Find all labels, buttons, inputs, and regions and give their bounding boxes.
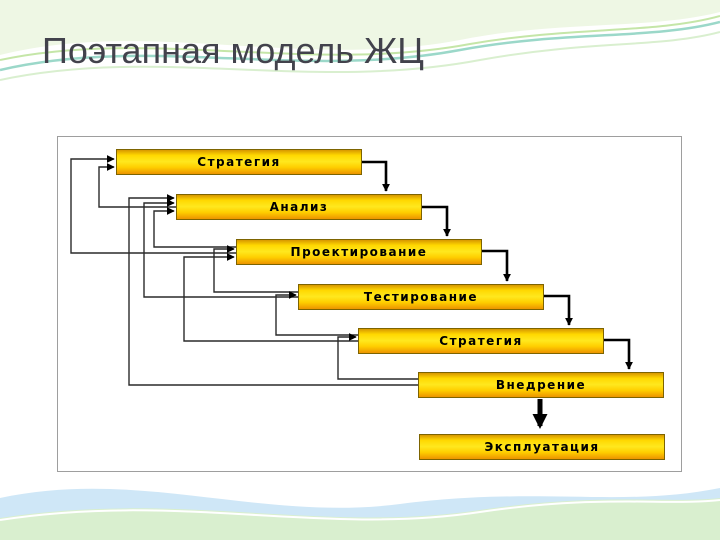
feedback-strategy2-to-testing	[275, 291, 358, 336]
diagram-frame: Стратегия Анализ Проектирование Тестиров…	[57, 136, 682, 472]
feedback-testing-to-analysis	[143, 199, 298, 298]
feedback-design-to-analysis	[153, 207, 236, 248]
stage-box-testing: Тестирование	[298, 284, 544, 310]
bottom-wave-green	[0, 498, 720, 540]
stage-label-testing: Тестирование	[363, 290, 479, 304]
stage-box-analysis: Анализ	[176, 194, 422, 220]
stage-label-deployment: Внедрение	[495, 378, 587, 392]
feedback-deployment-to-analysis	[128, 194, 418, 386]
arrow-strategy2-to-deployment	[604, 338, 633, 370]
forward-arrows	[362, 160, 633, 429]
stage-box-design: Проектирование	[236, 239, 482, 265]
stage-label-strategy-2: Стратегия	[439, 334, 523, 348]
stage-box-strategy: Стратегия	[116, 149, 362, 175]
arrow-analysis-to-design	[422, 205, 451, 237]
stage-label-strategy: Стратегия	[197, 155, 281, 169]
feedback-lines	[70, 155, 418, 386]
feedback-analysis-to-strategy	[98, 163, 176, 208]
slide-title: Поэтапная модель ЖЦ	[42, 30, 424, 71]
arrow-testing-to-strategy2	[544, 294, 573, 326]
stage-box-strategy-2: Стратегия	[358, 328, 604, 354]
bottom-wave-gap-line	[0, 499, 720, 521]
feedback-deployment-to-strategy2	[337, 333, 418, 380]
bottom-wave-blue	[0, 488, 720, 540]
connector-lines	[70, 155, 633, 429]
arrow-strategy-to-analysis	[362, 160, 390, 192]
feedback-strategy2-to-design	[183, 253, 358, 342]
feedback-testing-to-design	[213, 245, 298, 293]
stage-label-design: Проектирование	[290, 245, 428, 259]
feedback-design-to-strategy	[70, 155, 236, 254]
stage-box-deployment: Внедрение	[418, 372, 664, 398]
stage-label-operation: Эксплуатация	[484, 440, 600, 454]
arrow-design-to-testing	[482, 249, 511, 282]
stage-box-operation: Эксплуатация	[419, 434, 665, 460]
stage-label-analysis: Анализ	[269, 200, 329, 214]
